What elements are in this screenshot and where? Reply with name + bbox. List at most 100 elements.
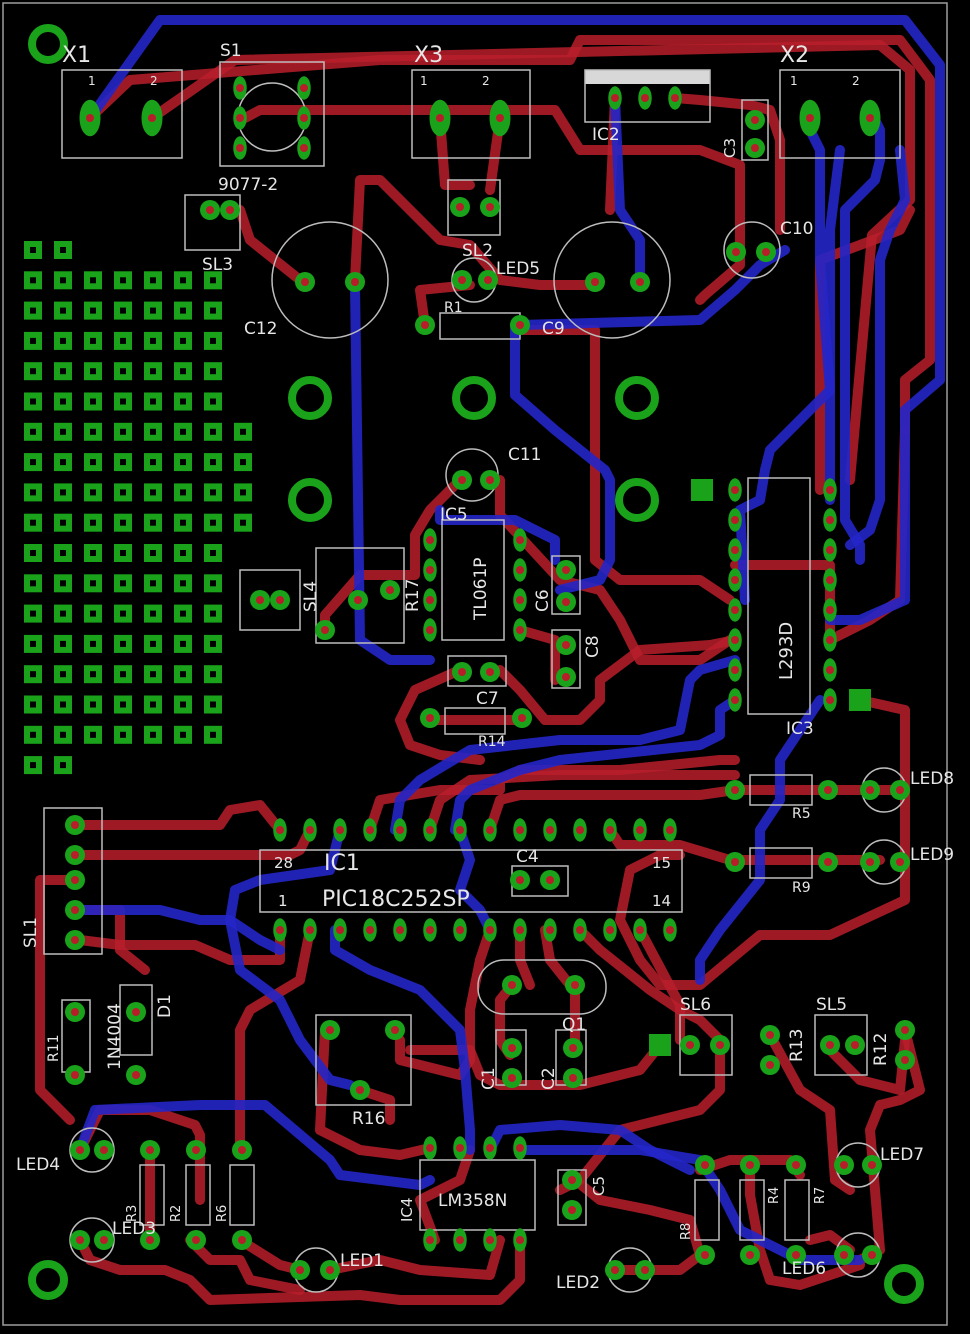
grid-pad-hole: [60, 610, 66, 617]
pad-drill: [826, 516, 834, 524]
pad-drill: [301, 278, 309, 286]
pad-drill: [636, 826, 644, 834]
component-pads: [65, 76, 915, 1280]
pad-drill: [636, 926, 644, 934]
grid-pad-hole: [60, 398, 66, 405]
pad-drill: [100, 1236, 108, 1244]
pad-drill: [826, 486, 834, 494]
pad-drill: [731, 516, 739, 524]
grid-pad-hole: [60, 640, 66, 647]
pad-drill: [326, 1266, 334, 1274]
grid-pad-hole: [180, 731, 186, 738]
pad-drill: [851, 1041, 859, 1049]
pad-drill: [336, 926, 344, 934]
x2-pin1: 1: [790, 74, 798, 88]
pad-drill: [256, 596, 264, 604]
grid-pad-hole: [30, 580, 36, 587]
pad-drill: [192, 1146, 200, 1154]
pad-drill: [516, 596, 524, 604]
pad-drill: [896, 786, 904, 794]
grid-pad-hole: [30, 459, 36, 466]
label-x2: X2: [780, 43, 809, 68]
pad-drill: [716, 1041, 724, 1049]
label-led3: LED3: [112, 1219, 156, 1239]
pad-drill: [306, 826, 314, 834]
label-9077: 9077-2: [218, 175, 278, 195]
grid-pad-hole: [210, 489, 216, 496]
grid-pad-hole: [60, 762, 66, 769]
pad-drill: [458, 276, 466, 284]
grid-pad-hole: [60, 519, 66, 526]
grid-pad-hole: [30, 731, 36, 738]
grid-pad-hole: [180, 368, 186, 375]
pad-drill: [562, 673, 570, 681]
pad-drill: [351, 278, 359, 286]
pad-drill: [236, 144, 244, 152]
pad-drill: [826, 1041, 834, 1049]
pad-drill: [458, 668, 466, 676]
board-outline: [2, 2, 948, 1326]
pad-drill: [731, 666, 739, 674]
pad-drill: [671, 94, 679, 102]
label-ic4: IC4: [398, 1198, 416, 1222]
grid-pad-hole: [30, 550, 36, 556]
ic1-pin15: 15: [652, 854, 671, 872]
grid-pad-hole: [120, 489, 126, 496]
pad-drill: [824, 858, 832, 866]
pad-drill: [238, 1146, 246, 1154]
grid-pad-hole: [30, 640, 36, 647]
pad-drill: [901, 1026, 909, 1034]
pad-drill: [516, 1236, 524, 1244]
grid-pad-hole: [90, 368, 96, 375]
pad-drill: [391, 1026, 399, 1034]
grid-pad-hole: [180, 398, 186, 405]
pad-drill: [238, 1236, 246, 1244]
pad-drill: [866, 114, 874, 122]
pad-drill: [236, 114, 244, 122]
grid-pad-hole: [90, 398, 96, 405]
grid-pad-hole: [60, 701, 66, 708]
label-r3: R3: [125, 1205, 140, 1222]
pad-drill: [731, 858, 739, 866]
label-r12: R12: [871, 1033, 891, 1066]
grid-pad-hole: [30, 398, 36, 405]
grid-pad-hole: [90, 610, 96, 617]
grid-pad-hole: [60, 307, 66, 314]
grid-pad-hole: [150, 307, 156, 314]
grid-pad-hole: [210, 580, 216, 587]
grid-pad-hole: [120, 580, 126, 587]
grid-pad-hole: [210, 519, 216, 526]
grid-pad-hole: [120, 459, 126, 466]
pad-drill: [326, 1026, 334, 1034]
pad-drill: [866, 786, 874, 794]
pad-drill: [71, 1008, 79, 1016]
pad-drill: [751, 144, 759, 152]
pad-drill: [732, 248, 740, 256]
grid-pad-hole: [120, 307, 126, 314]
grid-pad-hole: [180, 489, 186, 496]
grid-pad-hole: [120, 277, 126, 284]
pad-drill: [731, 606, 739, 614]
pad-drill: [146, 1146, 154, 1154]
label-c1: C1: [479, 1067, 499, 1090]
pad-drill: [516, 626, 524, 634]
pad-drill: [686, 1041, 694, 1049]
grid-pad-hole: [180, 277, 186, 284]
grid-pad-hole: [150, 368, 156, 375]
pad-drill: [568, 1176, 576, 1184]
pad-drill: [206, 206, 214, 214]
pad-drill: [132, 1071, 140, 1079]
pad-drill: [731, 546, 739, 554]
grid-pad-hole: [210, 307, 216, 314]
pad-drill: [300, 114, 308, 122]
grid-pad-hole: [60, 428, 66, 435]
label-r5: R5: [792, 806, 811, 822]
label-r4: R4: [767, 1187, 782, 1204]
pad-drill: [826, 576, 834, 584]
ic2-tab: [585, 70, 710, 84]
label-r7: R7: [813, 1187, 828, 1204]
grid-pad-hole: [180, 519, 186, 526]
pad-drill: [766, 1031, 774, 1039]
grid-pad-hole: [60, 247, 66, 253]
pad-drill: [641, 94, 649, 102]
